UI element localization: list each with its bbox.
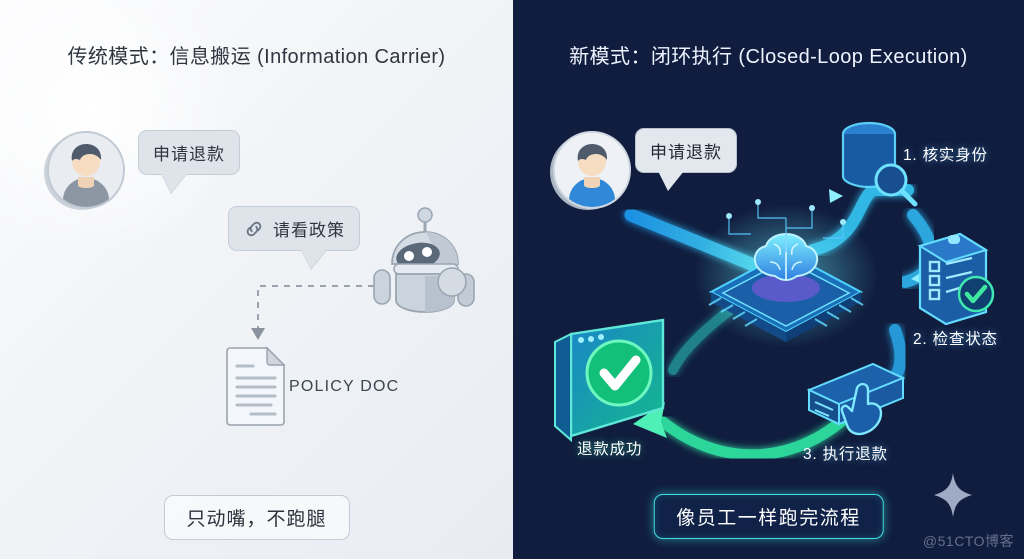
left-bubble-policy-text: 请看政策 <box>273 221 345 240</box>
right-panel-caption: 像员工一样跑完流程 <box>653 494 884 539</box>
left-panel: 传统模式：信息搬运 (Information Carrier) 申请退款 <box>0 0 513 559</box>
step-3-label: 3. 执行退款 <box>803 446 888 463</box>
dashed-arrow <box>238 270 398 340</box>
right-panel: 新模式：闭环执行 (Closed-Loop Execution) <box>513 0 1024 559</box>
step-2-label: 2. 检查状态 <box>913 331 998 348</box>
right-panel-title: 新模式：闭环执行 (Closed-Loop Execution) <box>569 46 968 68</box>
step-1-label: 1. 核实身份 <box>903 147 988 164</box>
left-bubble-request-text: 申请退款 <box>153 145 225 164</box>
clipboard-check-icon <box>906 228 998 328</box>
left-bubble-request: 申请退款 <box>138 130 240 193</box>
database-search-icon <box>829 118 918 210</box>
policy-doc-label: POLICY DOC <box>289 378 400 395</box>
left-user-avatar <box>42 128 126 212</box>
bubble-tail <box>301 249 327 269</box>
robot-bot-icon <box>370 198 480 318</box>
card-click-icon <box>801 358 911 442</box>
ai-brain-chip-icon <box>691 188 881 353</box>
refund-success-icon <box>545 318 685 443</box>
right-user-avatar <box>548 128 632 212</box>
refund-success-label: 退款成功 <box>577 441 643 458</box>
left-panel-title: 传统模式：信息搬运 (Information Carrier) <box>67 46 446 68</box>
sparkle-icon <box>934 473 972 517</box>
link-icon <box>243 218 265 240</box>
left-bubble-policy: 请看政策 <box>228 206 360 269</box>
right-bubble-request: 申请退款 <box>635 128 737 191</box>
left-panel-caption: 只动嘴，不跑腿 <box>163 495 350 540</box>
watermark: @51CTO博客 <box>922 533 1014 549</box>
right-bubble-request-text: 申请退款 <box>650 143 722 162</box>
bubble-tail <box>658 171 684 191</box>
policy-document-icon <box>226 344 287 426</box>
bubble-tail <box>161 173 187 193</box>
